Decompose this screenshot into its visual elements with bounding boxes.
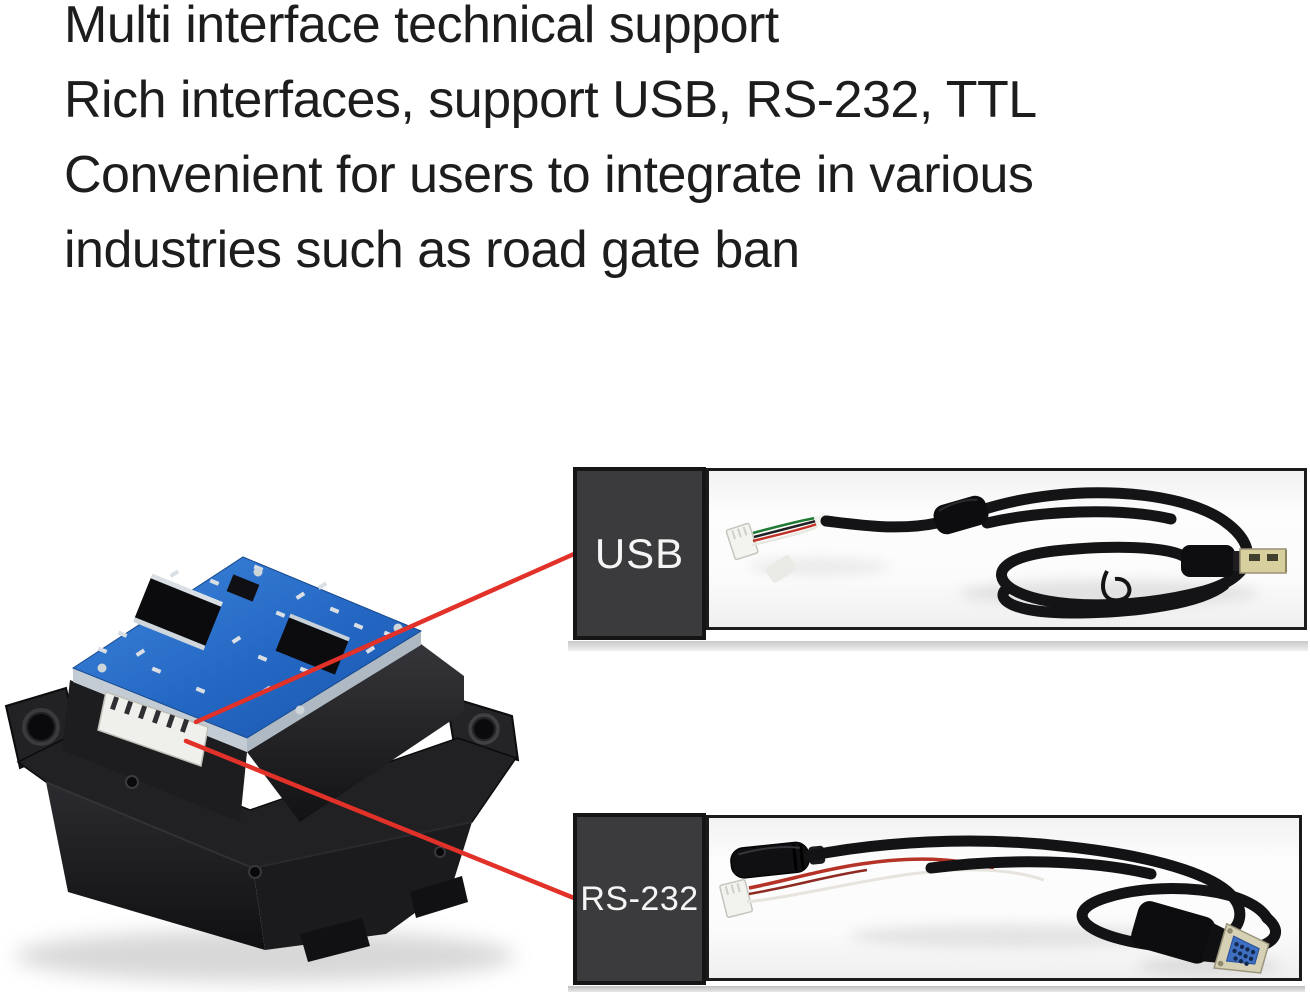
rs232-label-box: RS-232 <box>573 813 706 985</box>
headline-line-2: Rich interfaces, support USB, RS-232, TT… <box>64 71 1037 129</box>
device-shadow <box>15 930 515 982</box>
usb-cable-tie <box>1101 570 1132 603</box>
headline-line-4: industries such as road gate ban <box>64 221 800 279</box>
usb-label: USB <box>594 529 685 577</box>
usb-a-plug <box>1181 545 1287 577</box>
rs232-panel-shadow <box>568 986 1305 992</box>
rs232-cable-illustration <box>719 835 1281 976</box>
rs232-label: RS-232 <box>580 879 699 918</box>
scanner-module-photo <box>4 556 520 982</box>
headline: Multi interface technical support Rich i… <box>64 0 1304 288</box>
rs232-db9-connector <box>1131 901 1270 974</box>
usb-cable-coil <box>820 487 1253 619</box>
rs232-cable-photo <box>706 815 1302 981</box>
usb-cable-illustration <box>725 487 1287 619</box>
usb-label-box: USB <box>573 467 706 640</box>
usb-ferrite-bead <box>933 495 989 535</box>
usb-panel-shadow <box>568 641 1308 651</box>
headline-line-1: Multi interface technical support <box>64 0 779 54</box>
headline-line-3: Convenient for users to integrate in var… <box>64 146 1034 204</box>
usb-cable-photo <box>706 468 1307 630</box>
